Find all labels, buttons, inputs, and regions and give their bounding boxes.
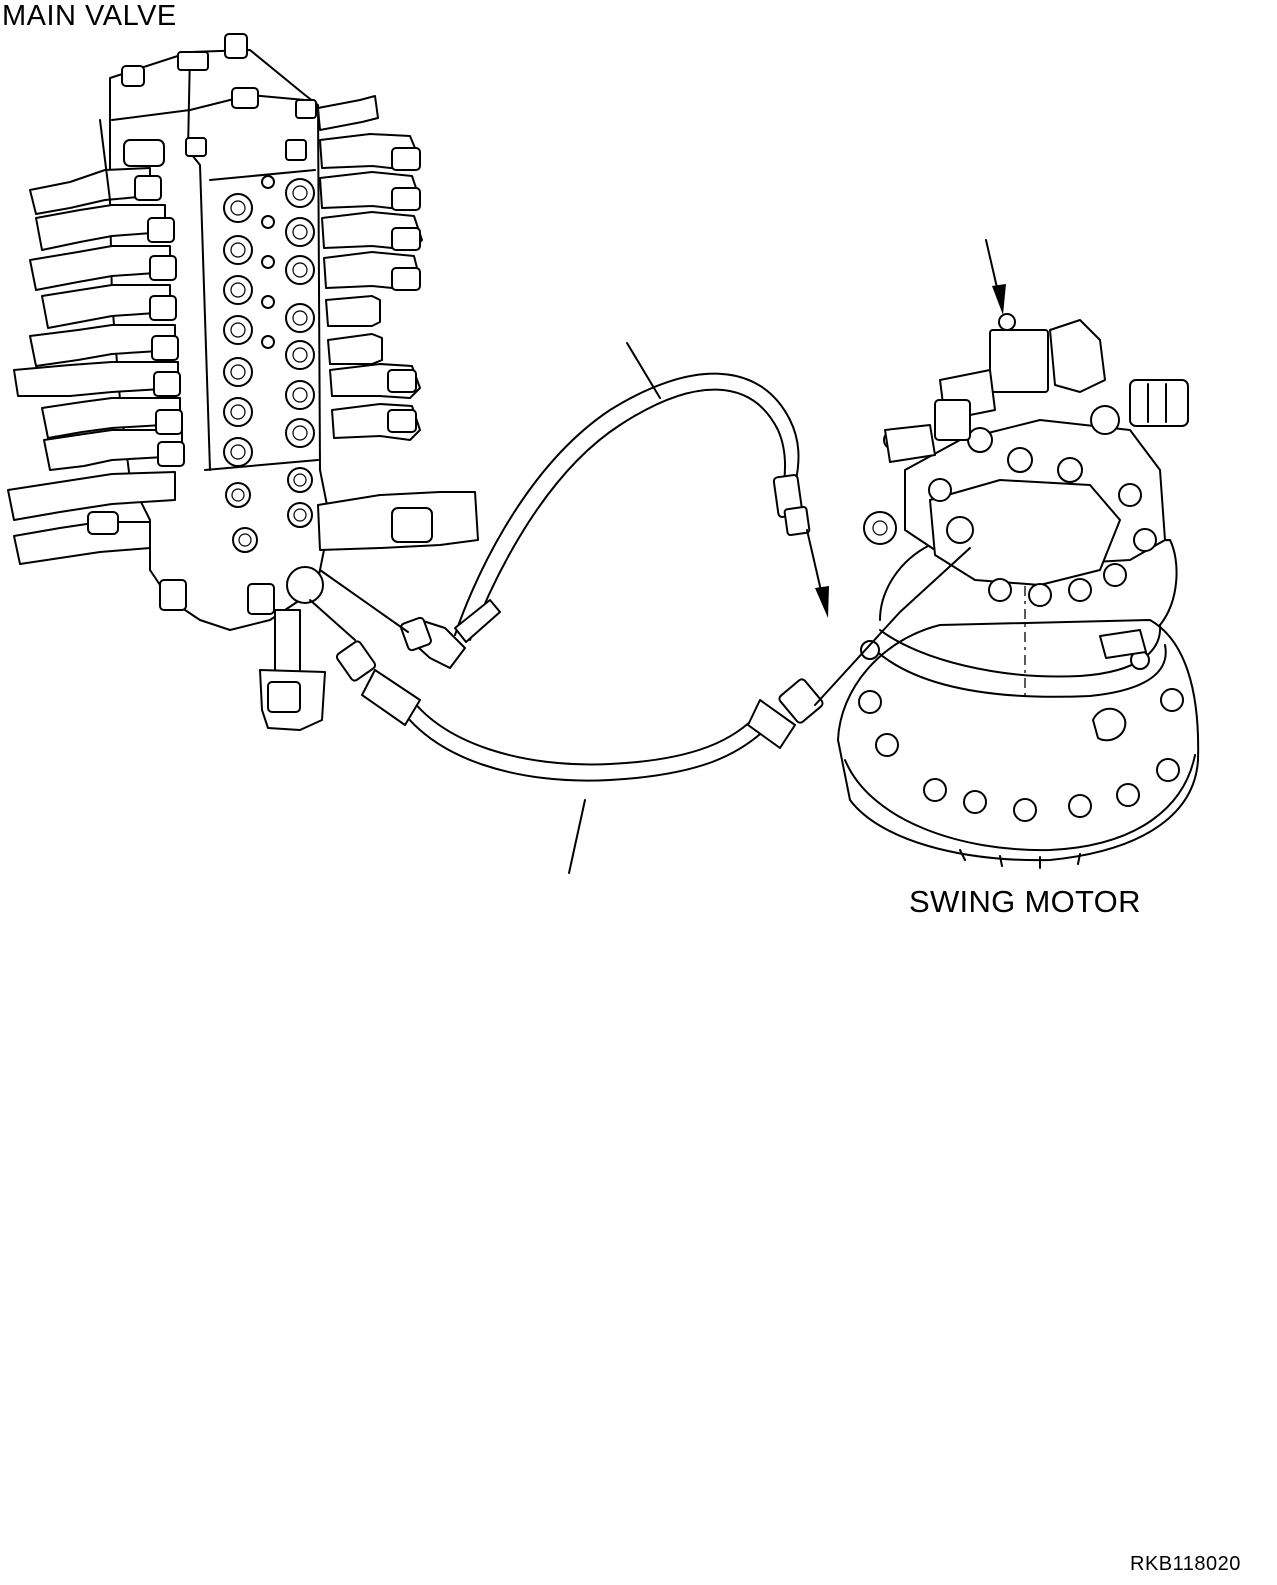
drawing-number: RKB118020: [1130, 1553, 1241, 1575]
upper-hose: [400, 372, 811, 669]
swing-motor: [837, 313, 1200, 869]
swing-motor-label: SWING MOTOR: [909, 884, 1141, 919]
main-valve: [7, 33, 479, 731]
arrow-icon: [806, 529, 829, 618]
arrow-icon: [985, 239, 1006, 315]
leader-lines: [309, 342, 971, 874]
main-valve-label: MAIN VALVE: [2, 0, 177, 32]
lower-hose: [335, 640, 824, 782]
